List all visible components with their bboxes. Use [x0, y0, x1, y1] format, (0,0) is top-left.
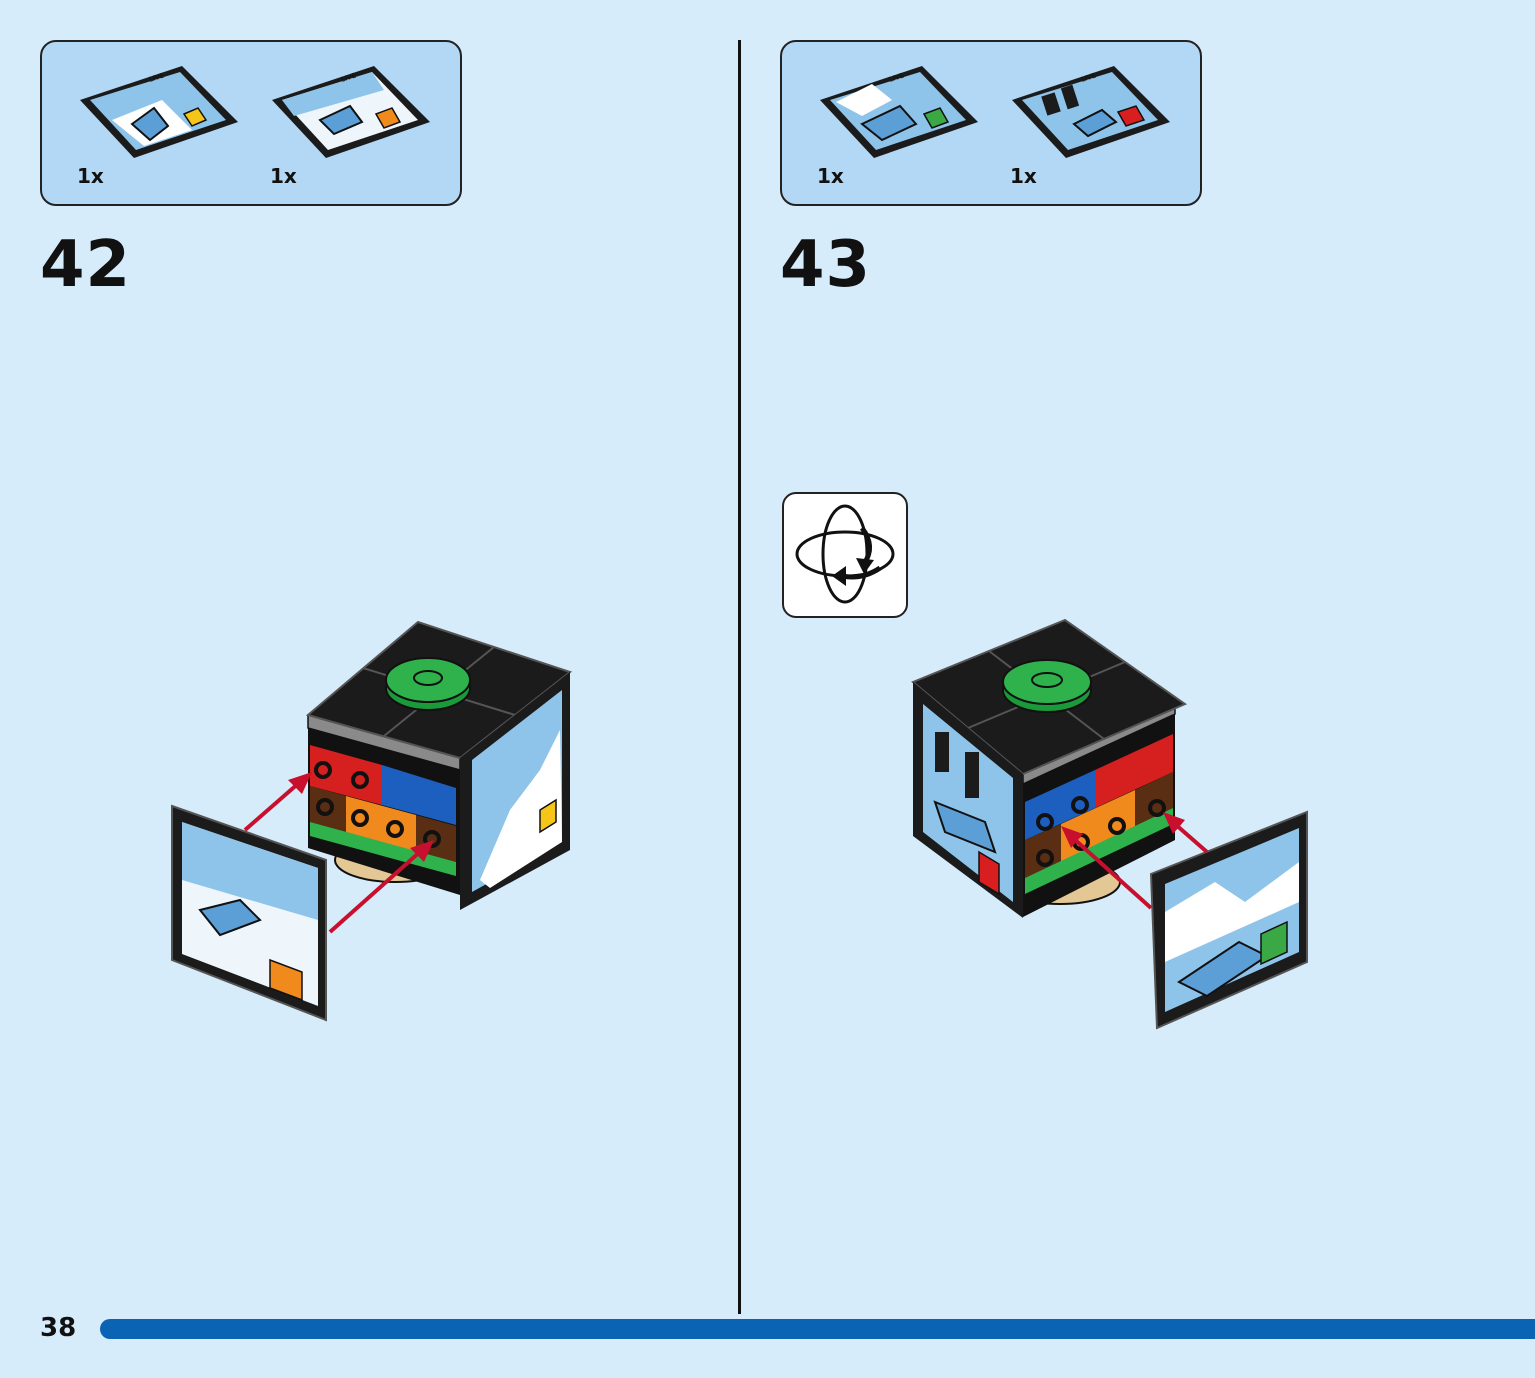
step-divider [738, 40, 741, 1314]
part-qty: 1x [270, 164, 297, 188]
step-number: 43 [780, 228, 872, 302]
progress-bar [100, 1319, 1535, 1339]
parts-list-step-42: LIVE 1x LIVE 1x [40, 40, 462, 206]
tile-car-mountain-icon: LIVE [820, 66, 978, 158]
rotate-arrows-icon [795, 504, 895, 604]
part-qty: 1x [77, 164, 104, 188]
tile-snowmobile-rider-icon: LIVE [80, 66, 238, 158]
part-qty: 1x [1010, 164, 1037, 188]
part-qty: 1x [817, 164, 844, 188]
page-number: 38 [40, 1313, 77, 1343]
step-number: 42 [40, 228, 132, 302]
step-42-build-illustration [171, 620, 573, 1022]
tile-motorcycle-city-icon: LIVE [1012, 66, 1170, 158]
step-43-build-illustration [911, 618, 1308, 1030]
tile-snowmobile-scene-icon: LIVE [272, 66, 430, 158]
rotate-model-icon [782, 492, 908, 618]
parts-list-step-43: LIVE 1x LIVE 1x [780, 40, 1202, 206]
